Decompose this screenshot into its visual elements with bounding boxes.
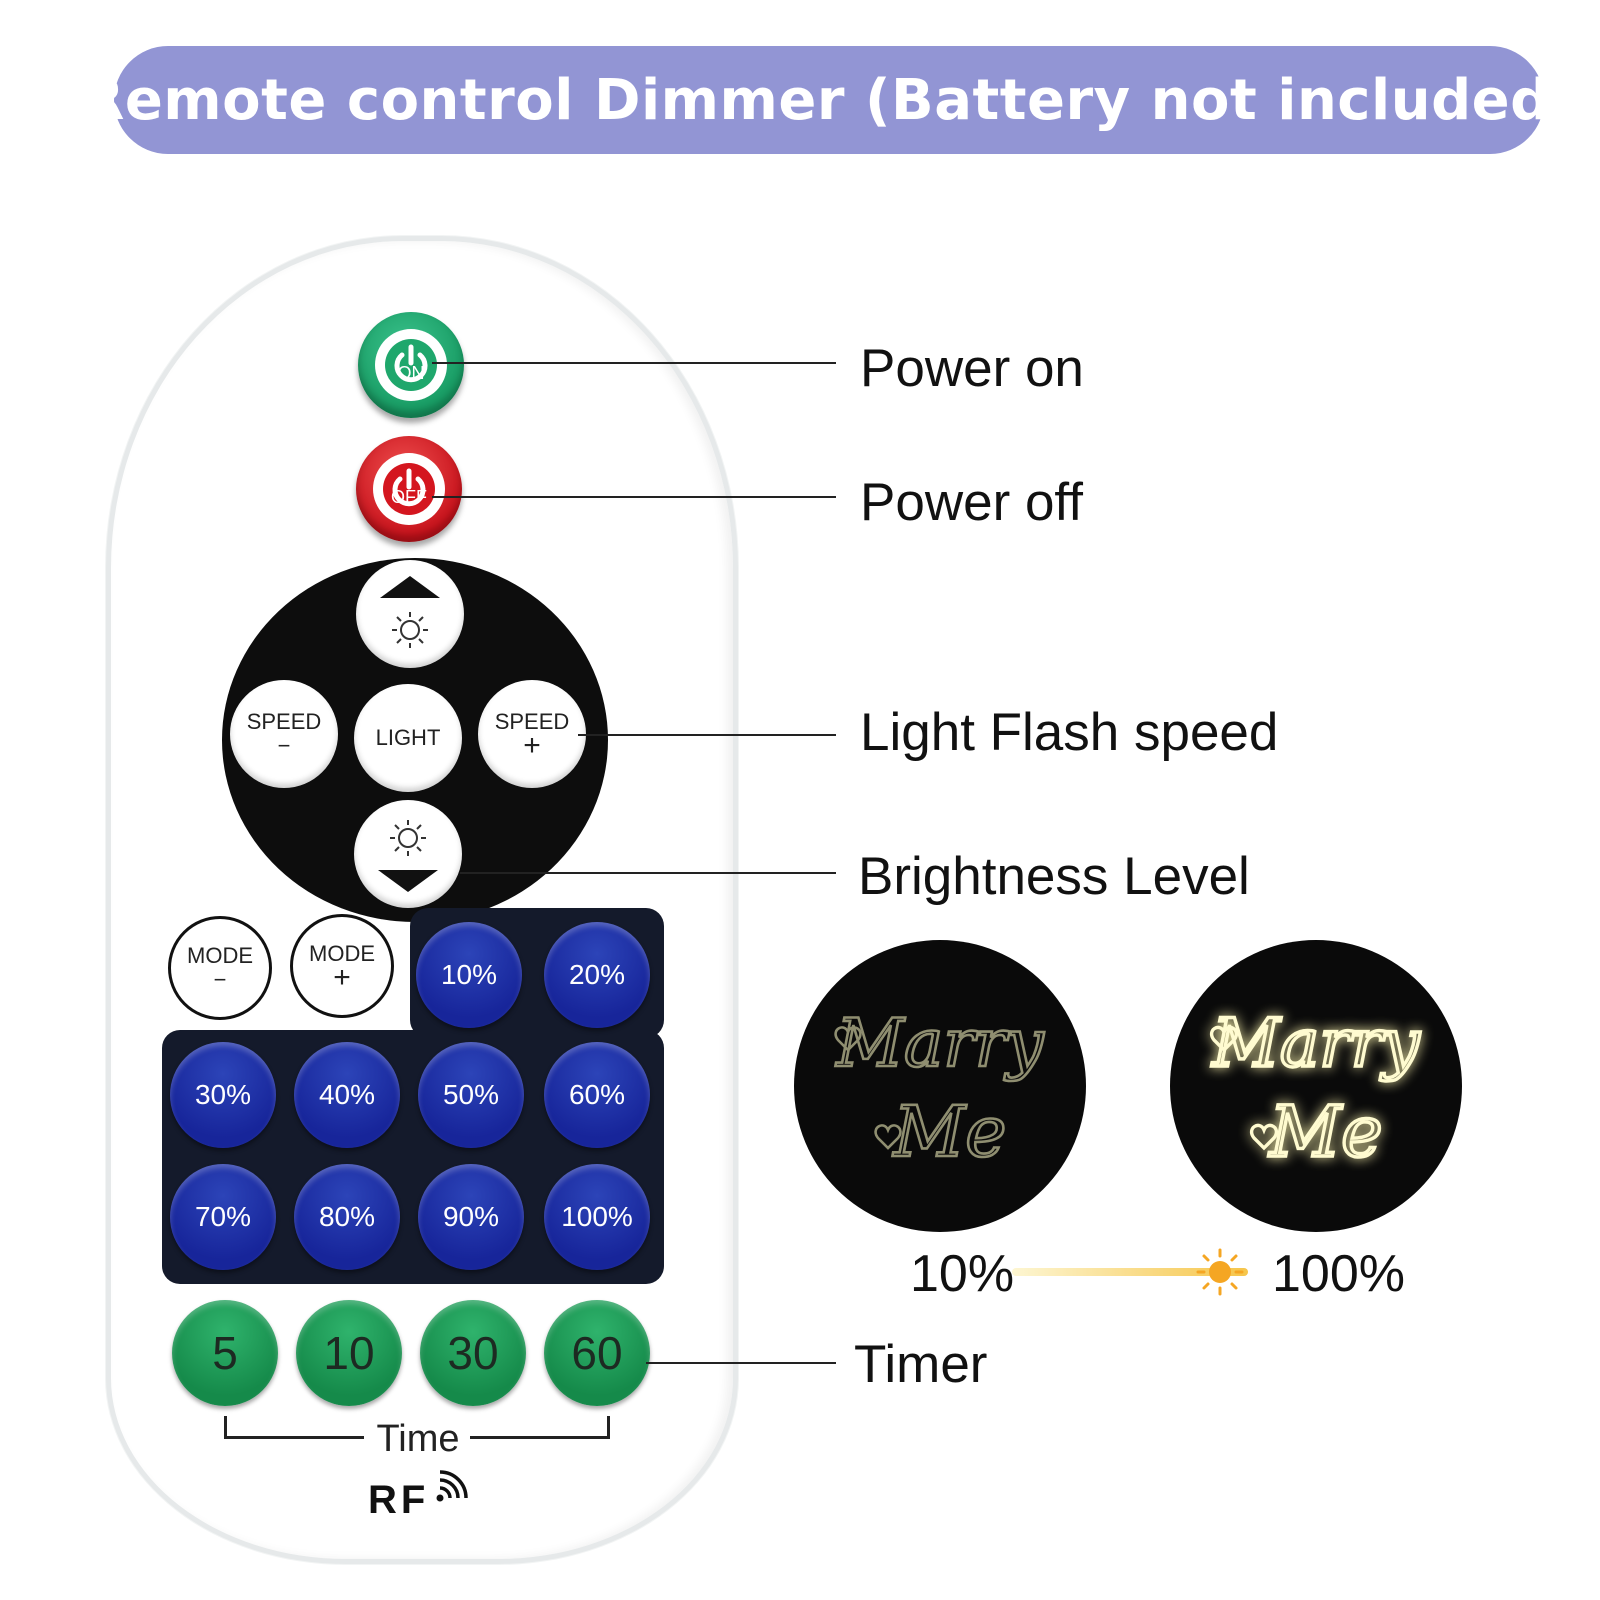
- preset-50-button[interactable]: 50%: [418, 1042, 524, 1148]
- power-on-button[interactable]: ON: [358, 312, 464, 418]
- callout-line-timer: [646, 1362, 836, 1364]
- mode-plus-label: MODE: [309, 941, 375, 966]
- minus-icon: −: [277, 733, 291, 758]
- sign-word2: Me: [891, 1091, 1006, 1173]
- timer-label: 30: [447, 1327, 499, 1379]
- rf-label: RF: [368, 1478, 430, 1522]
- preset-label: 30%: [194, 1079, 252, 1110]
- speed-plus-label: SPEED: [494, 709, 570, 734]
- callout-power-off: Power off: [860, 473, 1083, 532]
- sign-word2: Me: [1267, 1091, 1382, 1173]
- timer-10-button[interactable]: 10: [296, 1300, 402, 1406]
- preset-label: 90%: [442, 1201, 500, 1232]
- mode-minus-label: MODE: [187, 943, 253, 968]
- time-bracket-right: [607, 1416, 610, 1438]
- sun-down-icon: [378, 820, 438, 892]
- timer-label: 60: [571, 1327, 623, 1379]
- timer-label: 5: [212, 1327, 238, 1379]
- minus-icon: −: [213, 967, 227, 992]
- title-banner: Remote control Dimmer (Battery not inclu…: [81, 46, 1576, 154]
- power-on-label: ON: [397, 363, 425, 383]
- brightness-gradient-bar: [1012, 1268, 1248, 1276]
- time-bracket-line: [470, 1436, 610, 1439]
- preset-label: 20%: [568, 959, 626, 990]
- preset-100-button[interactable]: 100%: [544, 1164, 650, 1270]
- light-label: LIGHT: [375, 725, 441, 750]
- sun-up-icon: [380, 576, 440, 648]
- callout-line-flash-speed: [578, 734, 836, 736]
- brightness-down-button[interactable]: [354, 800, 462, 908]
- timer-5-button[interactable]: 5: [172, 1300, 278, 1406]
- neon-sign-icon: Marry Me: [834, 1004, 1046, 1175]
- callout-power-on: Power on: [860, 339, 1084, 398]
- callout-line-power-on: [432, 362, 836, 364]
- callout-timer: Timer: [854, 1335, 988, 1394]
- preset-20-button[interactable]: 20%: [544, 922, 650, 1028]
- plus-icon: +: [523, 729, 541, 762]
- preset-90-button[interactable]: 90%: [418, 1164, 524, 1270]
- sun-icon: [1196, 1248, 1244, 1296]
- preset-30-button[interactable]: 30%: [170, 1042, 276, 1148]
- preset-40-button[interactable]: 40%: [294, 1042, 400, 1148]
- preset-label: 40%: [318, 1079, 376, 1110]
- preset-label: 80%: [318, 1201, 376, 1232]
- timer-label: 10: [323, 1327, 375, 1379]
- speed-minus-label: SPEED: [246, 709, 322, 734]
- preset-60-button[interactable]: 60%: [544, 1042, 650, 1148]
- preset-label: 10%: [440, 959, 498, 990]
- brightness-high-label: 100%: [1272, 1245, 1405, 1303]
- power-off-button[interactable]: OFF: [356, 436, 462, 542]
- brightness-up-button[interactable]: [356, 560, 464, 668]
- preset-70-button[interactable]: 70%: [170, 1164, 276, 1270]
- power-off-label: OFF: [391, 487, 427, 507]
- demo-bright-sign: Marry Me: [1170, 940, 1462, 1232]
- power-icon: ON: [375, 329, 447, 401]
- time-bracket-left: [224, 1416, 227, 1438]
- callout-line-brightness: [460, 872, 836, 874]
- preset-label: 100%: [561, 1201, 633, 1232]
- plus-icon: +: [333, 961, 351, 994]
- speed-plus-button[interactable]: SPEED +: [478, 680, 586, 788]
- time-bracket-line: [224, 1436, 364, 1439]
- timer-60-button[interactable]: 60: [544, 1300, 650, 1406]
- demo-dim-sign: Marry Me: [794, 940, 1086, 1232]
- mode-minus-button[interactable]: MODE −: [168, 916, 272, 1020]
- sign-word1: Marry: [1211, 1005, 1420, 1082]
- signal-icon: [436, 1470, 468, 1502]
- preset-label: 50%: [442, 1079, 500, 1110]
- preset-80-button[interactable]: 80%: [294, 1164, 400, 1270]
- power-icon: OFF: [373, 453, 445, 525]
- brightness-low-label: 10%: [910, 1245, 1015, 1303]
- mode-plus-button[interactable]: MODE +: [290, 914, 394, 1018]
- timer-30-button[interactable]: 30: [420, 1300, 526, 1406]
- sign-word1: Marry: [835, 1005, 1044, 1082]
- time-label: Time: [376, 1418, 460, 1460]
- speed-minus-button[interactable]: SPEED −: [230, 680, 338, 788]
- preset-label: 60%: [568, 1079, 626, 1110]
- preset-10-button[interactable]: 10%: [416, 922, 522, 1028]
- callout-brightness: Brightness Level: [858, 847, 1250, 906]
- callout-line-power-off: [432, 496, 836, 498]
- preset-label: 70%: [194, 1201, 252, 1232]
- light-button[interactable]: LIGHT: [354, 684, 462, 792]
- callout-flash-speed: Light Flash speed: [860, 703, 1279, 762]
- neon-sign-icon: Marry Me: [1210, 1003, 1422, 1174]
